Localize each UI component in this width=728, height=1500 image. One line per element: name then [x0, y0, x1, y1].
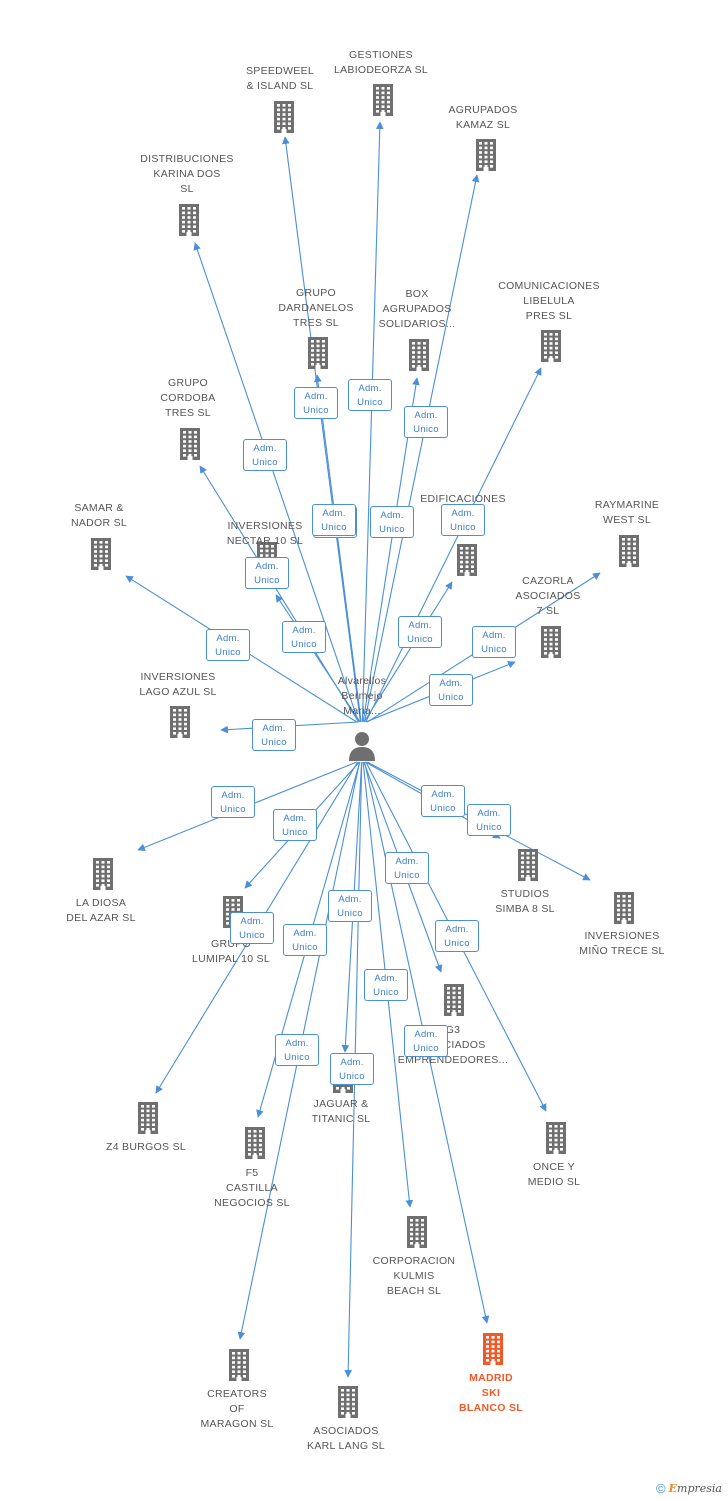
edge-badge-kulmis[interactable]: Adm. Unico [364, 969, 408, 1001]
company-label-gestiones[interactable]: GESTIONES LABIODEORZA SL [333, 49, 429, 76]
edge-badge-edificaciones[interactable]: Adm. Unico [398, 616, 442, 648]
building-icon[interactable] [517, 849, 539, 881]
edge-badge-karl-lang[interactable]: Adm. Unico [330, 1053, 374, 1085]
edge-badge-jaguar[interactable]: Adm. Unico [283, 924, 327, 956]
building-icon[interactable] [337, 1386, 359, 1418]
company-label-z4[interactable]: Z4 BURGOS SL [105, 1141, 187, 1153]
edge-badge-lumipal[interactable]: Adm. Unico [273, 809, 317, 841]
edge-nectar [275, 594, 361, 723]
building-icon[interactable] [169, 706, 191, 738]
building-icon[interactable] [137, 1102, 159, 1134]
company-label-madrid-ski[interactable]: MADRID SKI BLANCO SL [459, 1372, 523, 1414]
footer-brand: © Empresia [656, 1481, 722, 1496]
building-icon[interactable] [545, 1122, 567, 1154]
person-name[interactable]: Alvarellos Bermejo Maria... [337, 675, 387, 717]
company-label-kulmis[interactable]: CORPORACION KULMIS BEACH SL [372, 1255, 456, 1297]
building-icon[interactable] [613, 892, 635, 924]
brand-logo[interactable]: Empresia [668, 1482, 722, 1495]
edge-badge-gestiones[interactable]: Adm. Unico [348, 379, 392, 411]
edge-badge-distribuciones[interactable]: Adm. Unico [243, 439, 287, 471]
building-icon[interactable] [273, 101, 295, 133]
building-icon[interactable] [307, 337, 329, 369]
company-label-jaguar[interactable]: JAGUAR & TITANIC SL [311, 1098, 371, 1125]
company-label-karl-lang[interactable]: ASOCIADOS KARL LANG SL [307, 1425, 385, 1452]
company-label-once[interactable]: ONCE Y MEDIO SL [527, 1161, 581, 1188]
company-label-lago-azul[interactable]: INVERSIONES LAGO AZUL SL [139, 671, 217, 698]
building-icon[interactable] [540, 626, 562, 658]
edge-badge-extra-3[interactable]: Adm. Unico [312, 504, 356, 536]
edge-badge-simba[interactable]: Adm. Unico [421, 785, 465, 817]
edge-badge-comunicaciones[interactable]: Adm. Unico [441, 504, 485, 536]
company-label-mino[interactable]: INVERSIONES MIÑO TRECE SL [579, 930, 665, 957]
building-icon[interactable] [482, 1333, 504, 1365]
company-label-dardanelos[interactable]: GRUPO DARDANELOS TRES SL [278, 287, 354, 329]
edge-comunicaciones [365, 367, 542, 723]
edge-badge-agrupados-kamaz[interactable]: Adm. Unico [404, 406, 448, 438]
edge-badge-extra-2[interactable]: Adm. Unico [385, 852, 429, 884]
edge-badge-cazorla[interactable]: Adm. Unico [429, 674, 473, 706]
edge-agrupados-kamaz [363, 174, 480, 723]
building-icon[interactable] [618, 535, 640, 567]
building-icon[interactable] [372, 84, 394, 116]
edge-speedweel [282, 136, 361, 723]
edge-badge-nectar[interactable]: Adm. Unico [282, 621, 326, 653]
copyright-icon: © [656, 1481, 666, 1496]
building-icon[interactable] [475, 139, 497, 171]
edge-badge-lago-azul[interactable]: Adm. Unico [252, 719, 296, 751]
company-label-distribuciones[interactable]: DISTRIBUCIONES KARINA DOS SL [140, 153, 234, 195]
company-label-cordoba[interactable]: GRUPO CORDOBA TRES SL [160, 377, 216, 419]
edge-edificaciones [363, 581, 453, 723]
edge-badge-samar[interactable]: Adm. Unico [206, 629, 250, 661]
edge-gestiones [361, 121, 384, 723]
company-label-samar[interactable]: SAMAR & NADOR SL [70, 502, 128, 529]
building-icon[interactable] [178, 204, 200, 236]
company-label-cazorla[interactable]: CAZORLA ASOCIADOS 7 SL [515, 575, 581, 617]
company-label-agrupados-kamaz[interactable]: AGRUPADOS KAMAZ SL [448, 104, 518, 131]
building-icon[interactable] [228, 1349, 250, 1381]
edge-dardanelos [314, 374, 362, 723]
building-icon[interactable] [90, 538, 112, 570]
edge-badge-cordoba[interactable]: Adm. Unico [245, 557, 289, 589]
building-icon[interactable] [456, 544, 478, 576]
company-label-creators[interactable]: CREATORS OF MARAGON SL [200, 1388, 274, 1430]
edge-badge-emprendedores[interactable]: Adm. Unico [435, 920, 479, 952]
building-icon[interactable] [92, 858, 114, 890]
edge-distribuciones [193, 242, 360, 723]
edge-badge-f5[interactable]: Adm. Unico [275, 1034, 319, 1066]
edge-badge-creators[interactable]: Adm. Unico [328, 890, 372, 922]
building-icon[interactable] [244, 1127, 266, 1159]
building-icon[interactable] [408, 339, 430, 371]
building-icon[interactable] [179, 428, 201, 460]
company-label-speedweel[interactable]: SPEEDWEEL & ISLAND SL [245, 65, 315, 92]
building-icon[interactable] [540, 330, 562, 362]
company-label-diosa[interactable]: LA DIOSA DEL AZAR SL [66, 897, 136, 924]
company-label-f5[interactable]: F5 CASTILLA NEGOCIOS SL [214, 1167, 290, 1209]
edge-badge-extra-1[interactable]: Adm. Unico [370, 506, 414, 538]
person-icon[interactable] [347, 730, 377, 762]
building-icon[interactable] [443, 984, 465, 1016]
edge-badge-dardanelos[interactable]: Adm. Unico [294, 387, 338, 419]
edge-badge-madrid-ski[interactable]: Adm. Unico [404, 1025, 448, 1057]
edge-badge-diosa[interactable]: Adm. Unico [211, 786, 255, 818]
edge-badge-mino[interactable]: Adm. Unico [467, 804, 511, 836]
company-label-raymarine[interactable]: RAYMARINE WEST SL [594, 499, 660, 526]
company-label-box[interactable]: BOX AGRUPADOS SOLIDARIOS... [378, 288, 456, 330]
company-label-simba[interactable]: STUDIOS SIMBA 8 SL [495, 888, 555, 915]
edge-badge-z4[interactable]: Adm. Unico [230, 912, 274, 944]
company-label-nectar[interactable]: INVERSIONES NECTAR 10 SL [226, 520, 304, 547]
building-icon[interactable] [406, 1216, 428, 1248]
edge-badge-raymarine[interactable]: Adm. Unico [472, 626, 516, 658]
company-label-comunicaciones[interactable]: COMUNICACIONES LIBELULA PRES SL [498, 280, 600, 322]
